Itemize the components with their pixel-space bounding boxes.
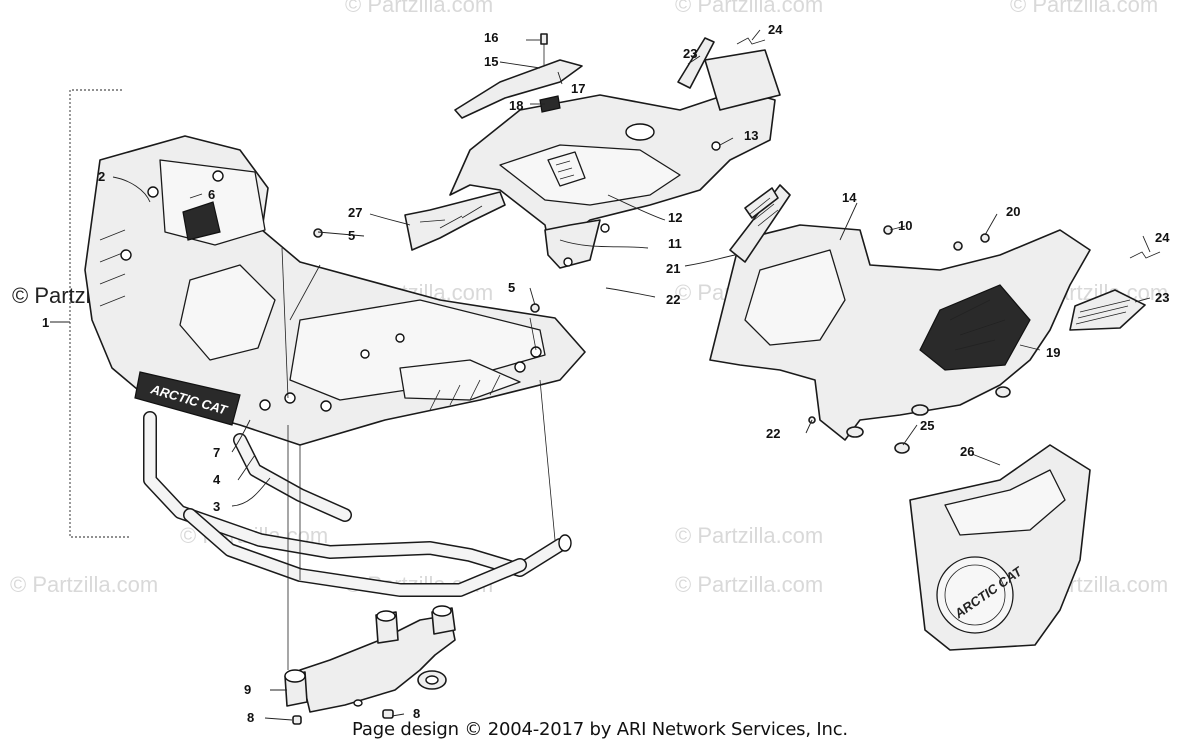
callout-13: 13 bbox=[744, 128, 758, 143]
callout-12: 12 bbox=[668, 210, 682, 225]
watermark: © Partzilla.com bbox=[10, 572, 158, 597]
watermark: © Partzilla.com bbox=[675, 572, 823, 597]
callout-27: 27 bbox=[348, 205, 362, 220]
callout-19: 19 bbox=[1046, 345, 1060, 360]
mount-bracket bbox=[284, 605, 456, 713]
callout-15: 15 bbox=[484, 54, 498, 69]
side-grip bbox=[404, 191, 506, 251]
callout-23b: 23 bbox=[1155, 290, 1169, 305]
callout-23: 23 bbox=[683, 46, 697, 61]
callout-8: 8 bbox=[247, 710, 254, 725]
footwell-guard: ARCTIC CAT bbox=[909, 444, 1091, 651]
watermark: © Partzilla.com bbox=[675, 0, 823, 17]
callout-2: 2 bbox=[98, 169, 105, 184]
callout-10: 10 bbox=[898, 218, 912, 233]
callout-22b: 22 bbox=[766, 426, 780, 441]
footer-copyright: Page design © 2004-2017 by ARI Network S… bbox=[352, 719, 848, 740]
right-vent bbox=[1069, 251, 1161, 331]
callout-6: 6 bbox=[208, 187, 215, 202]
watermark: © Partzilla.com bbox=[345, 0, 493, 17]
callout-14: 14 bbox=[842, 190, 857, 205]
upper-fender bbox=[449, 89, 776, 269]
callout-22: 22 bbox=[666, 292, 680, 307]
callout-3: 3 bbox=[213, 499, 220, 514]
assembly-bracket bbox=[50, 89, 130, 538]
callout-5b: 5 bbox=[508, 280, 515, 295]
top-trim bbox=[454, 33, 583, 119]
leader-lines bbox=[112, 29, 1151, 721]
callout-5: 5 bbox=[348, 228, 355, 243]
mount-lines bbox=[281, 247, 556, 670]
callout-8b: 8 bbox=[413, 706, 420, 721]
callout-7: 7 bbox=[213, 445, 220, 460]
watermark: © Partzilla.com bbox=[1010, 0, 1158, 17]
callout-24: 24 bbox=[768, 22, 783, 37]
callout-21: 21 bbox=[666, 261, 680, 276]
callout-24b: 24 bbox=[1155, 230, 1170, 245]
callout-20: 20 bbox=[1006, 204, 1020, 219]
callout-17: 17 bbox=[571, 81, 585, 96]
callout-4: 4 bbox=[213, 472, 221, 487]
callout-18: 18 bbox=[509, 98, 523, 113]
watermark: © Partzilla.com bbox=[675, 523, 823, 548]
callout-9: 9 bbox=[244, 682, 251, 697]
callout-16: 16 bbox=[484, 30, 498, 45]
callout-25: 25 bbox=[920, 418, 934, 433]
front-rack: ARCTIC CAT bbox=[84, 135, 586, 446]
callouts: 1 2 3 4 5 5 6 7 8 8 9 10 11 12 13 14 15 … bbox=[42, 22, 1170, 725]
callout-1: 1 bbox=[42, 315, 49, 330]
small-vent bbox=[677, 37, 781, 111]
bumper-tubes bbox=[143, 411, 572, 597]
callout-11: 11 bbox=[668, 236, 682, 251]
side-panel bbox=[709, 184, 1091, 454]
callout-26: 26 bbox=[960, 444, 974, 459]
